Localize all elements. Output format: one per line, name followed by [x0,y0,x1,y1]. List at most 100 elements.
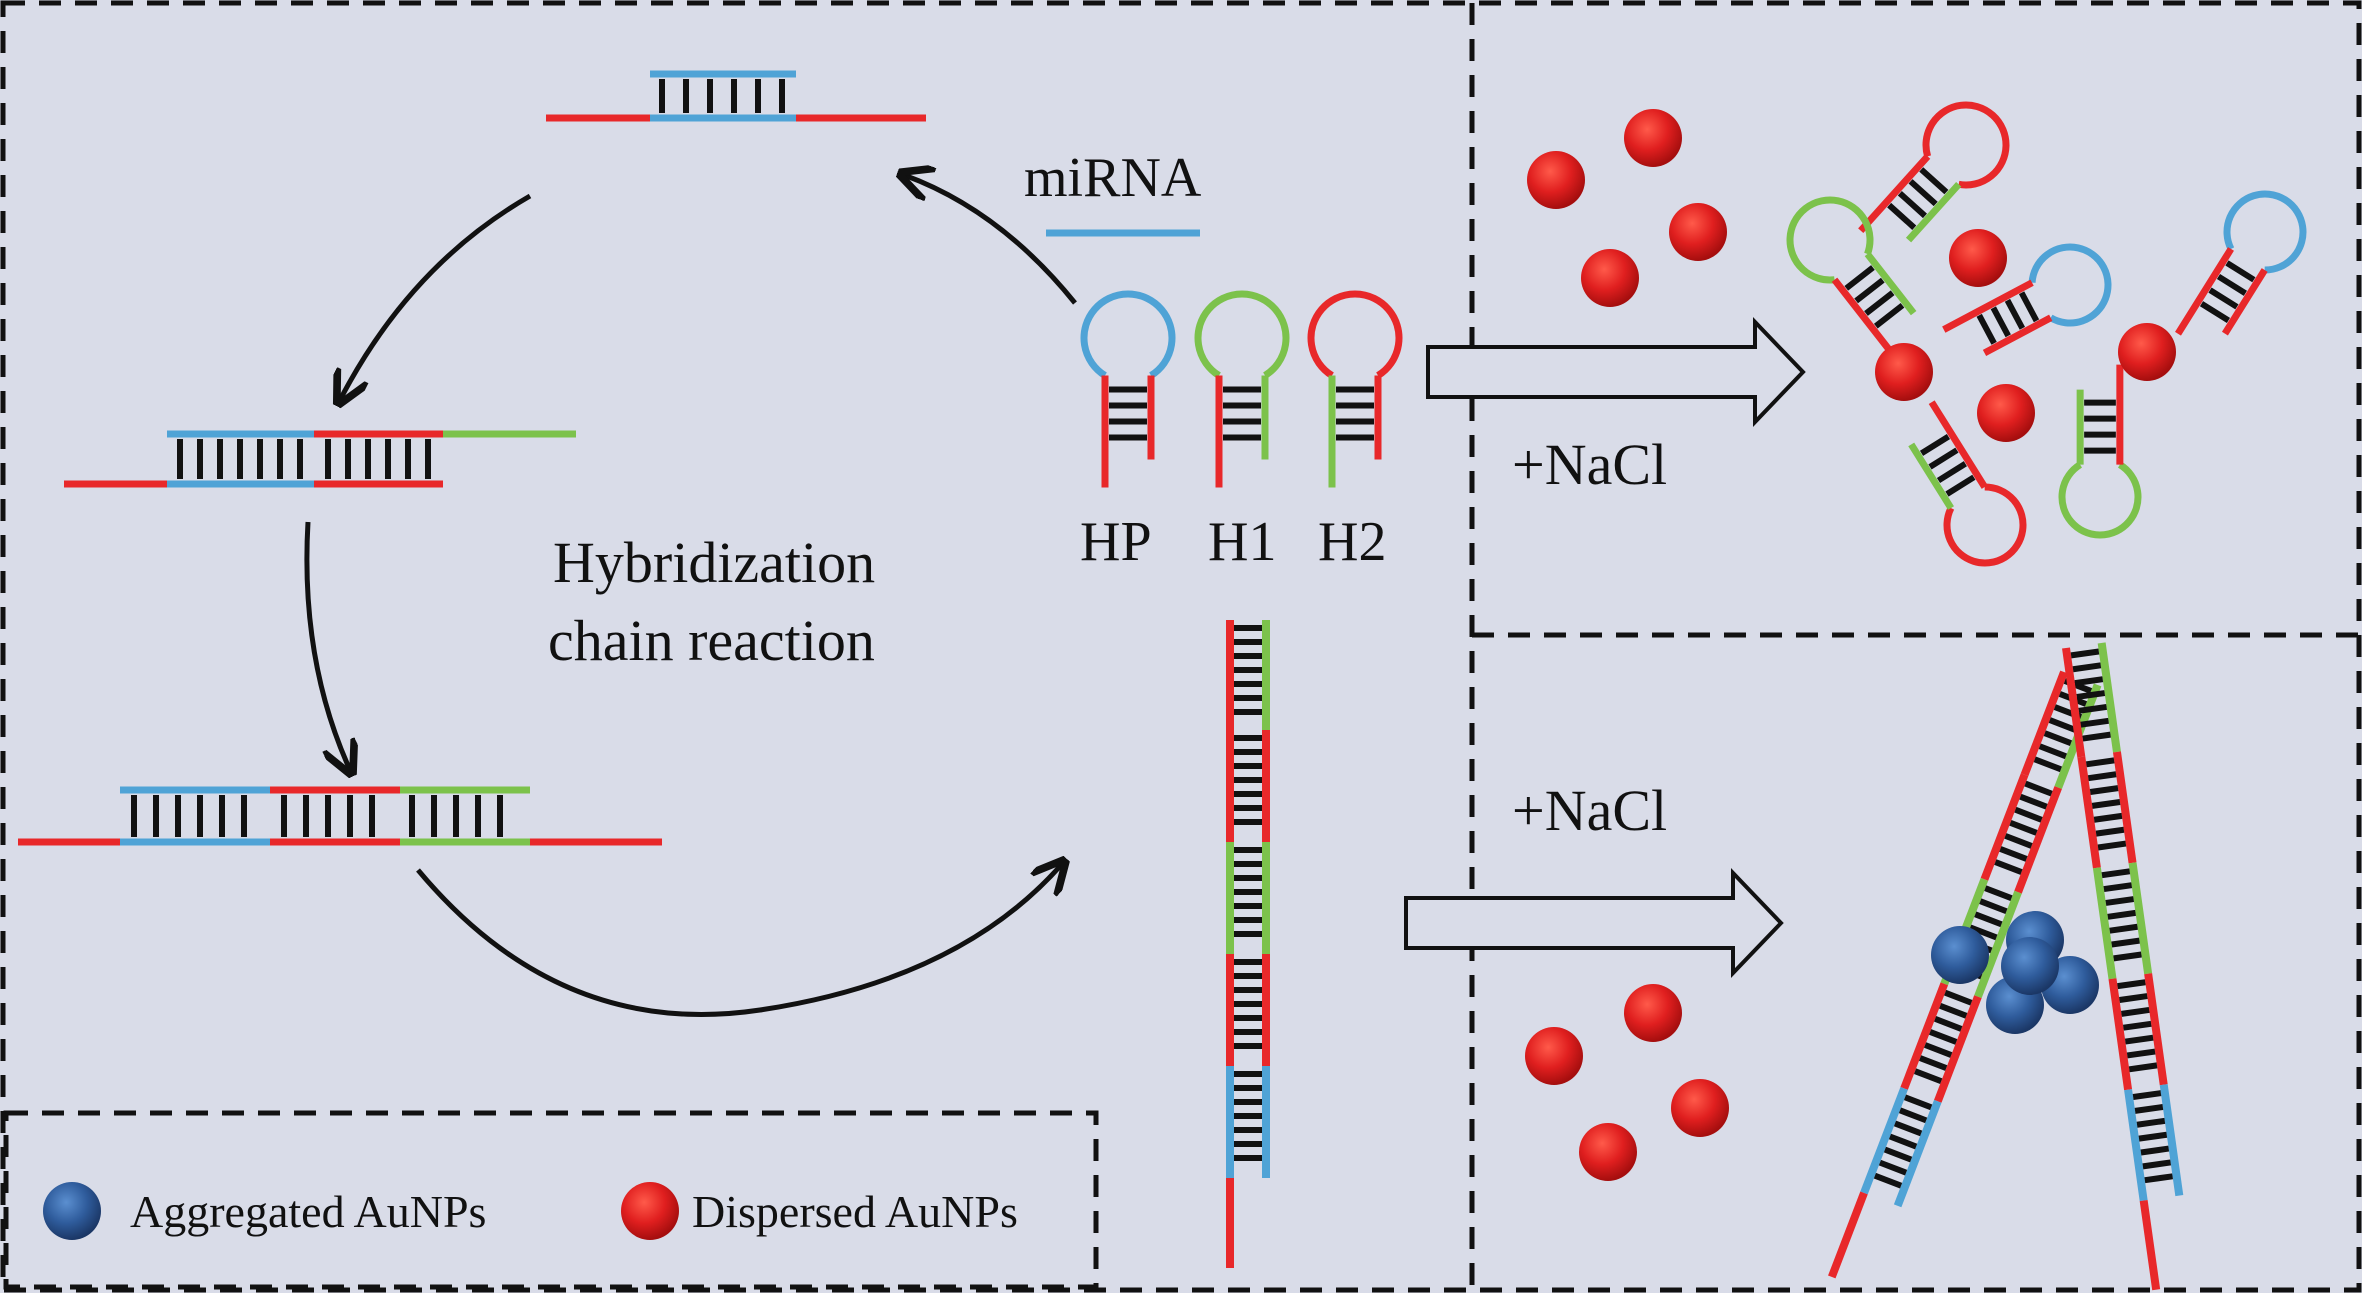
hcr-ladder-left [2062,642,2184,1291]
hairpin-stem-left [1831,277,1899,361]
base-pair-rung [2018,291,2040,323]
base-pair-rung [2136,1117,2166,1128]
base-pair-rung [2038,743,2067,760]
ladder-strand-right [2144,973,2168,1086]
hairpin-loop [1080,290,1176,379]
base-pair-rung [1883,1146,1913,1163]
hairpin-loop [2058,461,2142,539]
base-pair-rung [2124,1034,2154,1045]
ladder-strand-left [1900,982,1949,1090]
base-pair-rung [2072,662,2102,673]
hairpin-dispersed [1908,400,2027,567]
base-pair-rung [2121,1006,2150,1017]
nacl-label-bottom: +NaCl [1512,778,1667,843]
nacl-label-top: +NaCl [1512,432,1667,497]
base-pair-rung [2107,909,2136,920]
base-pair-rung [1898,1107,1928,1124]
ladder-strand-right [1934,995,1982,1103]
ladder-strand-right [2112,751,2137,864]
base-pair-rung [2128,1062,2158,1073]
block-arrow-bottom [1404,868,1784,978]
base-pair-rung [2033,756,2062,773]
hairpin-stem-right [1982,314,2053,357]
base-pair-rung [2019,793,2048,810]
base-pair-rung [1854,277,1885,304]
hairpin-dispersed [1786,196,1917,361]
ladder-strand-left [2062,647,2086,758]
hairpin-stem-right [2221,268,2268,336]
hairpin-stem-left [1858,154,1931,234]
base-pair-rung [2009,820,2038,836]
dispersed-aunp [1624,109,1682,167]
legend-aggregated-label: Aggregated AuNPs [130,1186,486,1237]
base-pair-rung [2138,1131,2168,1142]
base-pair-rung [1979,898,2008,915]
base-pair-rung [2132,1090,2162,1100]
ladder-strand-left [1860,1086,1908,1195]
ladder-strand-left [2092,867,2117,980]
ladder-strand-left [2139,1200,2161,1291]
dispersed-aunp [1527,151,1585,209]
base-pair-rung [1939,1002,1968,1019]
base-pair-rung [2134,1104,2164,1114]
base-pair-rung [2142,1159,2172,1170]
base-pair-rung [2119,993,2148,1003]
base-pair-rung [1999,846,2028,862]
dispersed-aunp [1875,343,1933,401]
aggregated-aunp [1931,926,1989,984]
base-pair-rung [2004,298,2026,330]
base-pair-rung [2085,757,2115,768]
base-pair-rung [1919,433,1951,456]
base-pair-rung [1994,859,2023,875]
base-pair-rung [2070,648,2100,659]
base-pair-rung [2144,1173,2173,1184]
base-pair-rung [1928,447,1959,470]
base-pair-rung [1969,924,1998,941]
base-pair-rung [1888,1133,1918,1150]
hairpin-stem-right [1908,442,1954,510]
hairpin-stem-right [1905,181,1962,243]
dispersed-aunp [1525,1027,1583,1085]
h1-label: H1 [1208,511,1276,573]
base-pair-rung [1887,202,1917,230]
hcr-products-right [1828,642,2184,1291]
hairpin-stem-left [1942,279,2034,333]
hairpin-dispersed [2175,190,2307,336]
hairpin-dispersed [1858,101,2010,243]
dispersed-hairpins [1786,101,2307,567]
hairpin-loop [2223,190,2307,274]
dispersed-aunp [1949,229,2007,287]
aggregated-aunp [2001,937,2059,995]
hairpin-loop [1922,101,2010,189]
ladder-strand-left [1828,1191,1868,1279]
dispersed-aunp [1624,984,1682,1042]
ladder-strand-right [2097,642,2121,753]
base-pair-rung [2014,806,2043,823]
hairpin-probes [1080,290,1403,488]
ladder-strand-left [2124,1089,2148,1202]
base-pair-rung [2093,812,2123,823]
base-pair-rung [1919,1055,1948,1071]
hairpin-stem-right [1864,251,1917,316]
base-pair-rung [2048,717,2078,733]
base-pair-rung [1934,1016,1963,1032]
dispersed-aunp-legend-icon [621,1182,679,1240]
base-pair-rung [2126,1048,2156,1059]
base-pair-rung [2074,676,2104,687]
hairpin-h1 [1194,290,1290,488]
base-pair-rung [1897,190,1927,219]
base-pair-rung [2095,826,2125,837]
ladder-strand-left [1980,773,2029,881]
hairpin-loop [1786,196,1874,284]
dispersed-aunp [1579,1123,1637,1181]
cycle-arrows [304,175,1077,1017]
hairpin-stem-left [1928,400,1988,489]
base-pair-rung [2103,882,2133,893]
hcr-intermediate-duplex [64,430,576,488]
base-pair-rung [2091,799,2121,809]
ladder-strand-right [1893,1099,1942,1208]
hcr-title-line2: chain reaction [548,608,875,673]
dispersed-aunps-top [1527,109,2176,442]
